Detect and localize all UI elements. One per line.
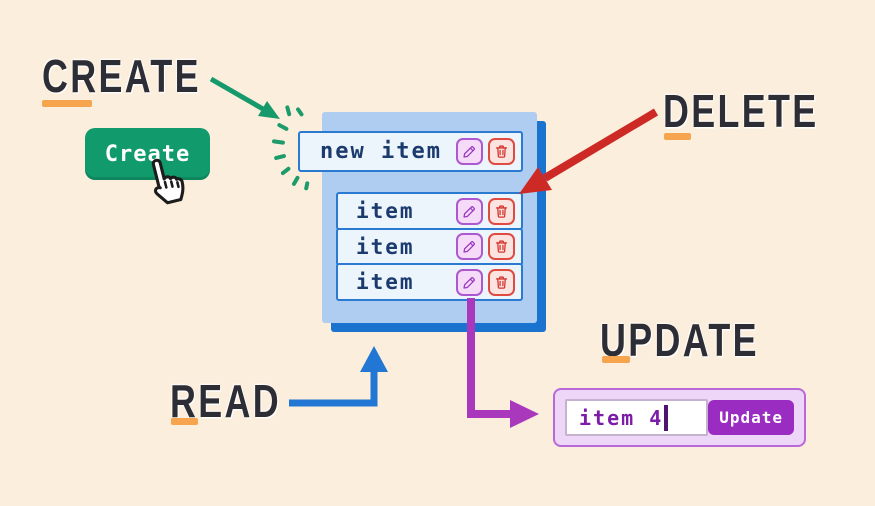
heading-update-underline xyxy=(602,356,630,363)
update-widget: item 4 Update xyxy=(553,388,806,447)
update-button-label: Update xyxy=(719,408,783,427)
trash-icon xyxy=(495,145,508,158)
edit-button[interactable] xyxy=(456,233,483,260)
trash-icon xyxy=(495,275,508,289)
delete-button[interactable] xyxy=(488,268,515,296)
sparkle xyxy=(280,165,291,176)
item-label: item xyxy=(356,270,415,294)
sparkle xyxy=(273,153,287,160)
heading-create-underline xyxy=(42,100,92,107)
sparkle xyxy=(276,122,290,132)
pencil-icon xyxy=(463,205,475,218)
hand-pointer-icon xyxy=(151,158,185,205)
sparkle xyxy=(303,180,310,191)
heading-delete: DELETE xyxy=(663,85,819,137)
new-item-label: new item xyxy=(320,139,442,164)
heading-read-underline xyxy=(171,418,198,425)
pencil-icon xyxy=(463,146,475,158)
heading-delete-underline xyxy=(664,133,691,140)
sparkle xyxy=(291,175,300,187)
sparkle xyxy=(285,104,292,117)
read-arrow xyxy=(289,346,388,407)
item-label: item xyxy=(356,234,415,259)
edit-button[interactable] xyxy=(456,138,483,165)
text-caret xyxy=(664,404,668,431)
item-label: item xyxy=(356,199,415,223)
input-text: item 4 xyxy=(579,405,664,430)
update-button[interactable]: Update xyxy=(708,400,794,435)
edit-button[interactable] xyxy=(456,197,483,225)
delete-button[interactable] xyxy=(488,138,515,165)
pencil-icon xyxy=(463,276,475,289)
sparkle xyxy=(295,106,305,117)
create-button[interactable]: Create xyxy=(85,128,210,180)
delete-button[interactable] xyxy=(488,197,515,225)
item-row: item xyxy=(336,192,523,230)
sparkle xyxy=(271,139,286,145)
create-button-label: Create xyxy=(104,141,191,167)
trash-icon xyxy=(495,204,508,218)
new-item-row: new item xyxy=(298,131,523,172)
trash-icon xyxy=(495,240,508,253)
item-row: item xyxy=(336,227,523,266)
item-name-input[interactable]: item 4 xyxy=(565,399,709,436)
pencil-icon xyxy=(463,241,475,253)
item-row: item xyxy=(336,263,523,301)
edit-button[interactable] xyxy=(456,268,483,296)
heading-create: CREATE xyxy=(42,50,201,102)
item-rows: item item item xyxy=(336,192,523,301)
delete-button[interactable] xyxy=(488,233,515,260)
create-arrow xyxy=(209,76,280,119)
